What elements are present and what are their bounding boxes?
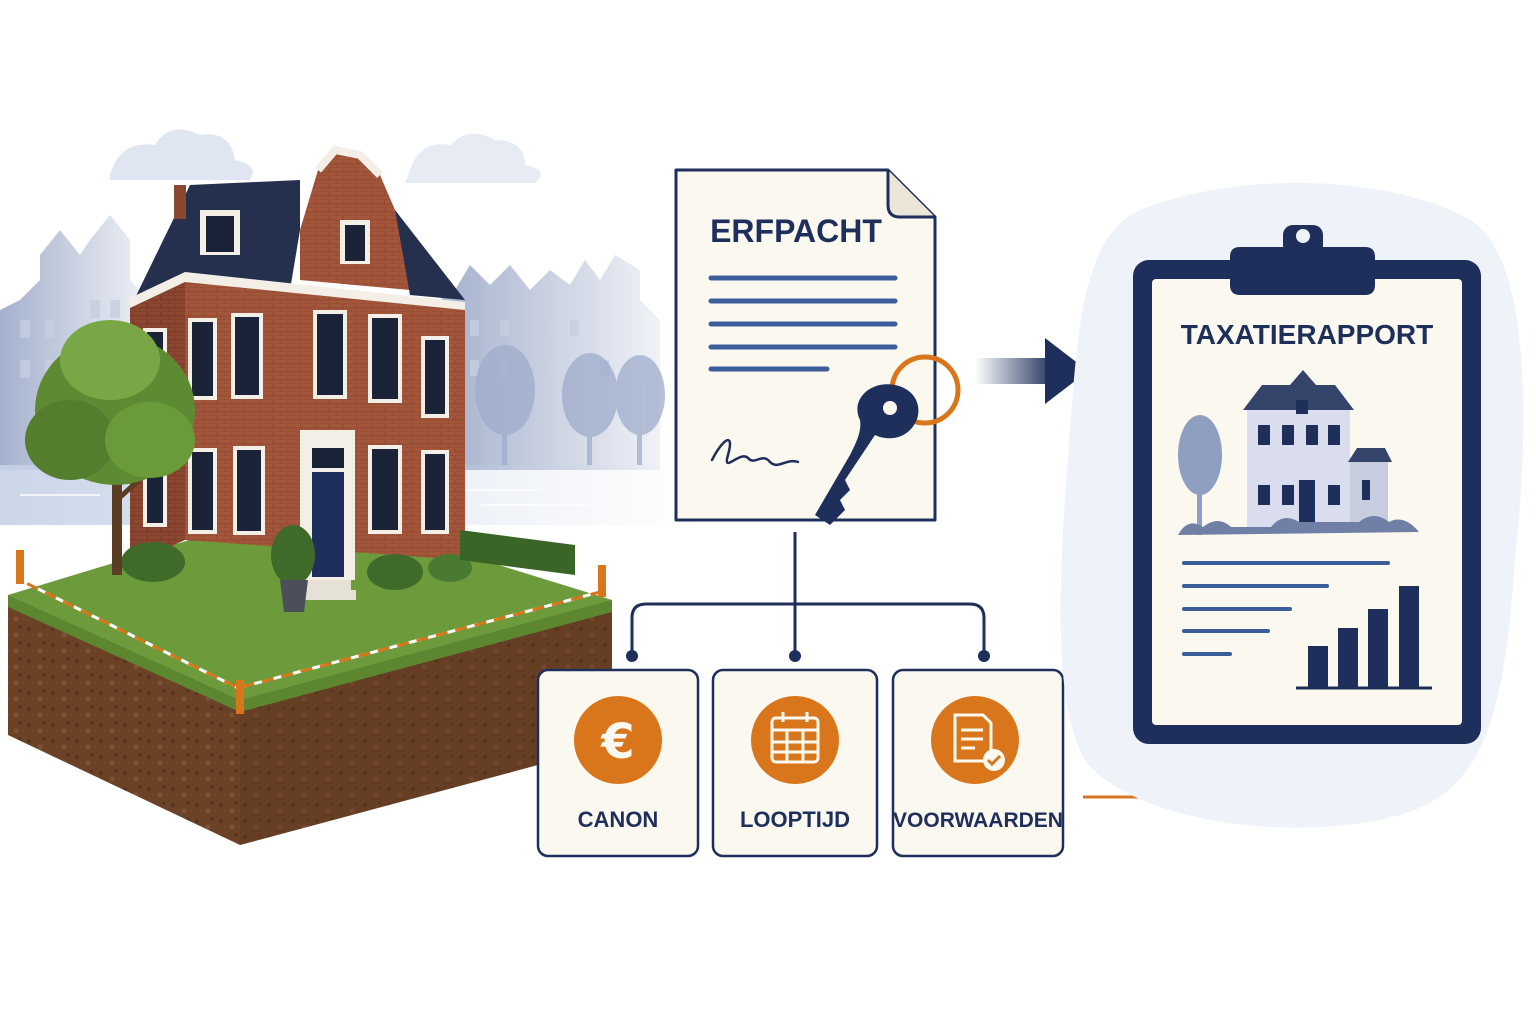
- cloud-left: [110, 129, 253, 180]
- house-on-plot-illustration: [8, 145, 612, 845]
- cloud-right: [405, 133, 541, 183]
- component-card-canon: €: [536, 668, 700, 858]
- boundary-stake: [16, 550, 24, 584]
- soil-front: [8, 595, 240, 845]
- erfpacht-document: [674, 168, 961, 525]
- boundary-stake: [236, 680, 244, 714]
- component-label-canon: CANON: [578, 807, 659, 832]
- tree-trunk: [112, 440, 122, 575]
- component-card-looptijd: [711, 668, 879, 858]
- calendar-icon: [751, 696, 839, 784]
- house-door: [312, 472, 344, 577]
- svg-text:€: €: [600, 714, 634, 770]
- key-icon: [815, 354, 961, 525]
- report-bar-chart-icon: [1296, 586, 1432, 690]
- report-house-illustration: [1178, 370, 1419, 535]
- shrub: [367, 554, 423, 590]
- report-text-lines: [1182, 561, 1390, 656]
- house-roof-right: [395, 210, 465, 300]
- hedge: [460, 530, 575, 575]
- shrub: [121, 542, 185, 582]
- boundary-stake: [598, 565, 606, 597]
- connector-dots: [626, 650, 990, 662]
- tree-crown: [25, 320, 195, 485]
- chimney: [174, 185, 186, 219]
- signature: [710, 438, 800, 467]
- component-label-looptijd: LOOPTIJD: [740, 807, 850, 832]
- planter: [280, 580, 308, 612]
- arrow-document-to-report: [975, 338, 1088, 404]
- component-label-voorwaarden: VOORWAARDEN: [893, 809, 1063, 832]
- taxatierapport-clipboard: [1060, 182, 1524, 828]
- clipboard-clip: [1230, 247, 1375, 295]
- euro-icon: [574, 696, 662, 784]
- branch-connectors: [630, 532, 986, 655]
- shrub: [428, 554, 472, 582]
- topiary: [271, 525, 315, 585]
- report-title: TAXATIERAPPORT: [1181, 319, 1434, 350]
- document-title: ERFPACHT: [710, 213, 882, 249]
- document-text-lines: [708, 275, 898, 372]
- component-card-voorwaarden: [891, 668, 1065, 858]
